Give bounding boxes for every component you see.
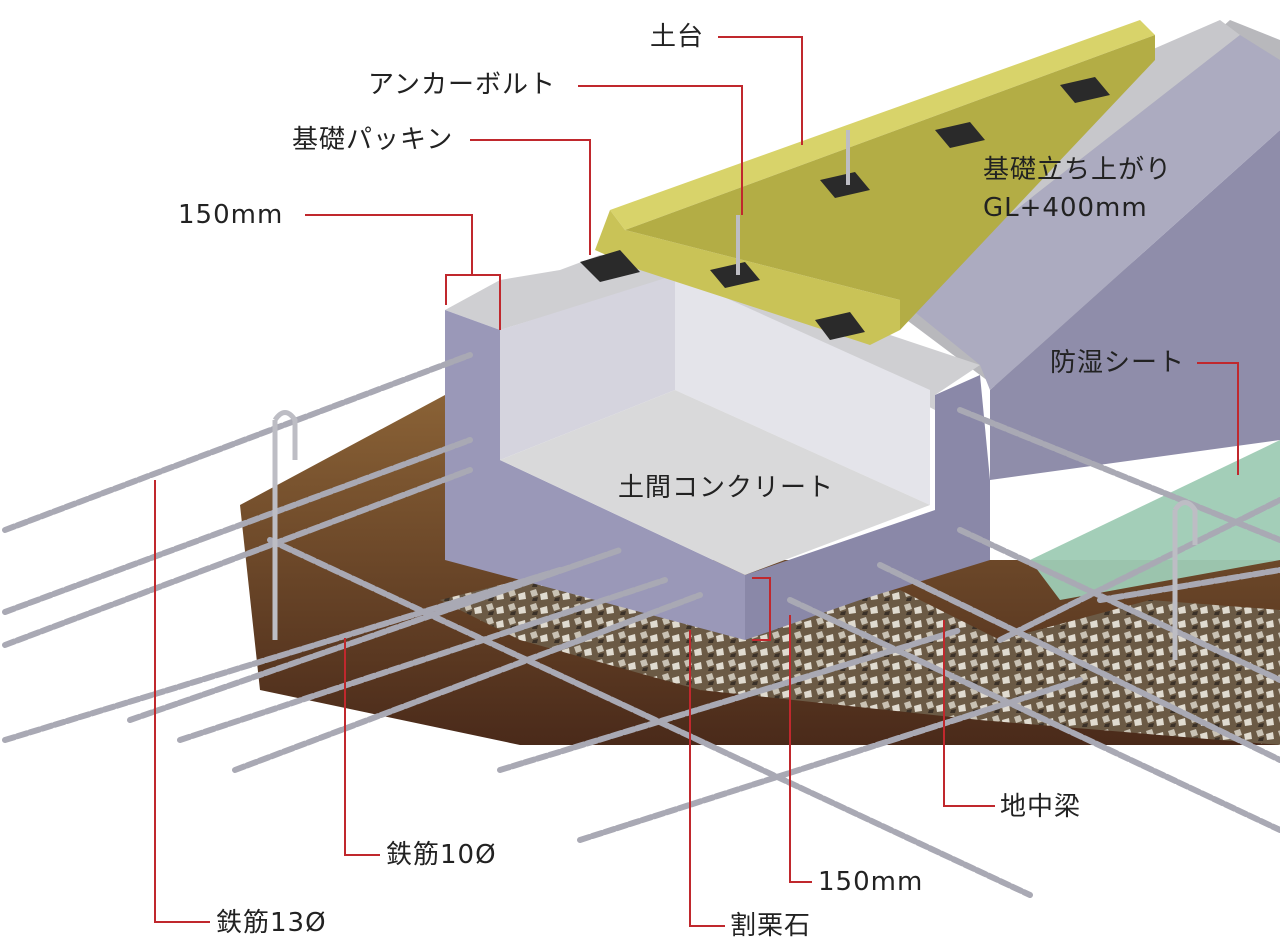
sill-front xyxy=(625,35,1155,330)
foundation-top-left xyxy=(445,255,980,410)
leader-lines xyxy=(154,36,1239,927)
leader-width-bottom xyxy=(789,615,812,883)
label-packing: 基礎パッキン xyxy=(292,125,454,155)
leader-width-top xyxy=(305,214,473,275)
leader-beam xyxy=(943,620,995,807)
label-moisture-sheet: 防湿シート xyxy=(1050,348,1186,378)
rebar-hooks xyxy=(272,410,1198,660)
anchor-bolts xyxy=(736,130,850,275)
rise-side xyxy=(900,35,1280,390)
label-beam: 地中梁 xyxy=(1000,792,1082,822)
leader-width-bottom-bracket xyxy=(752,577,771,641)
rear-wall-side xyxy=(990,130,1280,480)
doma-slab xyxy=(500,390,930,575)
label-rise-line1: 基礎立ち上がり xyxy=(983,155,1173,185)
inner-wall-left xyxy=(500,275,675,460)
label-width-bottom: 150mm xyxy=(818,867,924,897)
leader-width-top-bracket xyxy=(445,274,501,330)
inner-wall-back xyxy=(675,275,930,505)
label-dodai: 土台 xyxy=(650,22,705,52)
label-doma: 土間コンクリート xyxy=(618,473,835,503)
foundation-outer-side xyxy=(445,310,745,640)
moisture-sheet xyxy=(1030,440,1280,600)
leader-gravel xyxy=(689,630,725,927)
leader-sheet xyxy=(1197,362,1239,475)
leader-dodai xyxy=(718,36,803,145)
packing-blocks xyxy=(580,77,1110,340)
foundation-front-side xyxy=(745,375,990,640)
label-gravel: 割栗石 xyxy=(730,911,812,941)
leader-anchor xyxy=(578,85,743,215)
leader-rebar10 xyxy=(344,638,380,856)
rebars xyxy=(2,352,1280,898)
label-rise-line2: GL+400mm xyxy=(983,193,1148,223)
label-rebar13: 鉄筋13Ø xyxy=(216,908,327,938)
sill-top xyxy=(610,20,1155,230)
label-anchor-bolt: アンカーボルト xyxy=(368,70,556,100)
leader-packing xyxy=(470,139,591,255)
label-rebar10: 鉄筋10Ø xyxy=(386,840,497,870)
label-width-top: 150mm xyxy=(178,200,284,230)
leader-rebar13 xyxy=(154,480,210,923)
